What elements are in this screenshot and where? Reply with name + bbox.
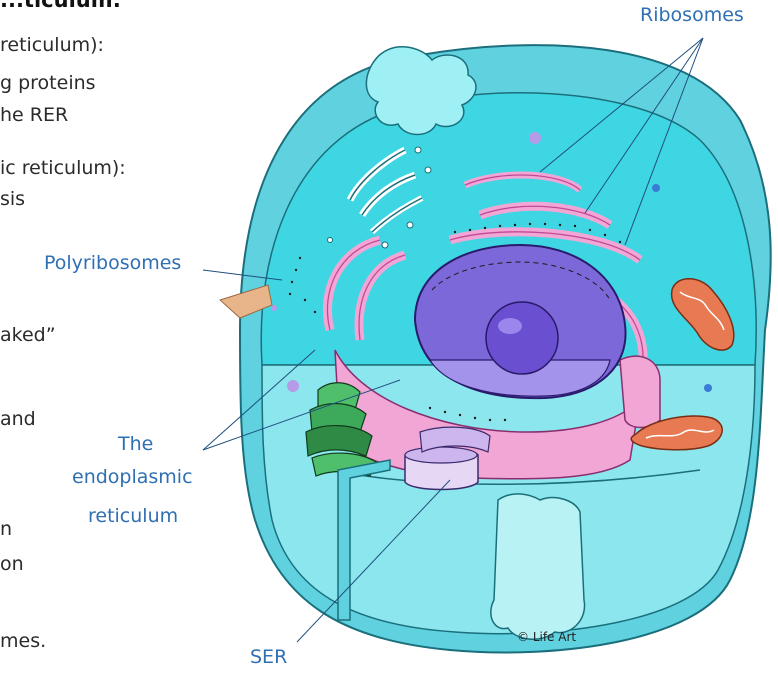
- cytoskeleton-fuzz-bottom: [491, 494, 585, 639]
- copyright-credit: © Life Art: [517, 630, 576, 644]
- label-er-line-2: endoplasmic: [72, 466, 193, 488]
- label-er-line-3: reticulum: [88, 505, 178, 527]
- label-ser: SER: [250, 646, 287, 668]
- lysosome-spot: [704, 384, 712, 392]
- centriole-fuzz-top: [366, 47, 476, 135]
- nucleolus: [486, 302, 558, 374]
- lysosome-spot: [652, 184, 660, 192]
- label-ribosomes: Ribosomes: [640, 4, 744, 26]
- nucleus: [415, 245, 626, 398]
- label-polyribosomes: Polyribosomes: [44, 252, 181, 274]
- polyribosome-dot: [271, 305, 277, 311]
- lysosome-spot: [287, 380, 299, 392]
- lysosome-spot: [529, 132, 541, 144]
- rough-er-band-right: [620, 356, 660, 427]
- label-er-line-1: The: [118, 433, 153, 455]
